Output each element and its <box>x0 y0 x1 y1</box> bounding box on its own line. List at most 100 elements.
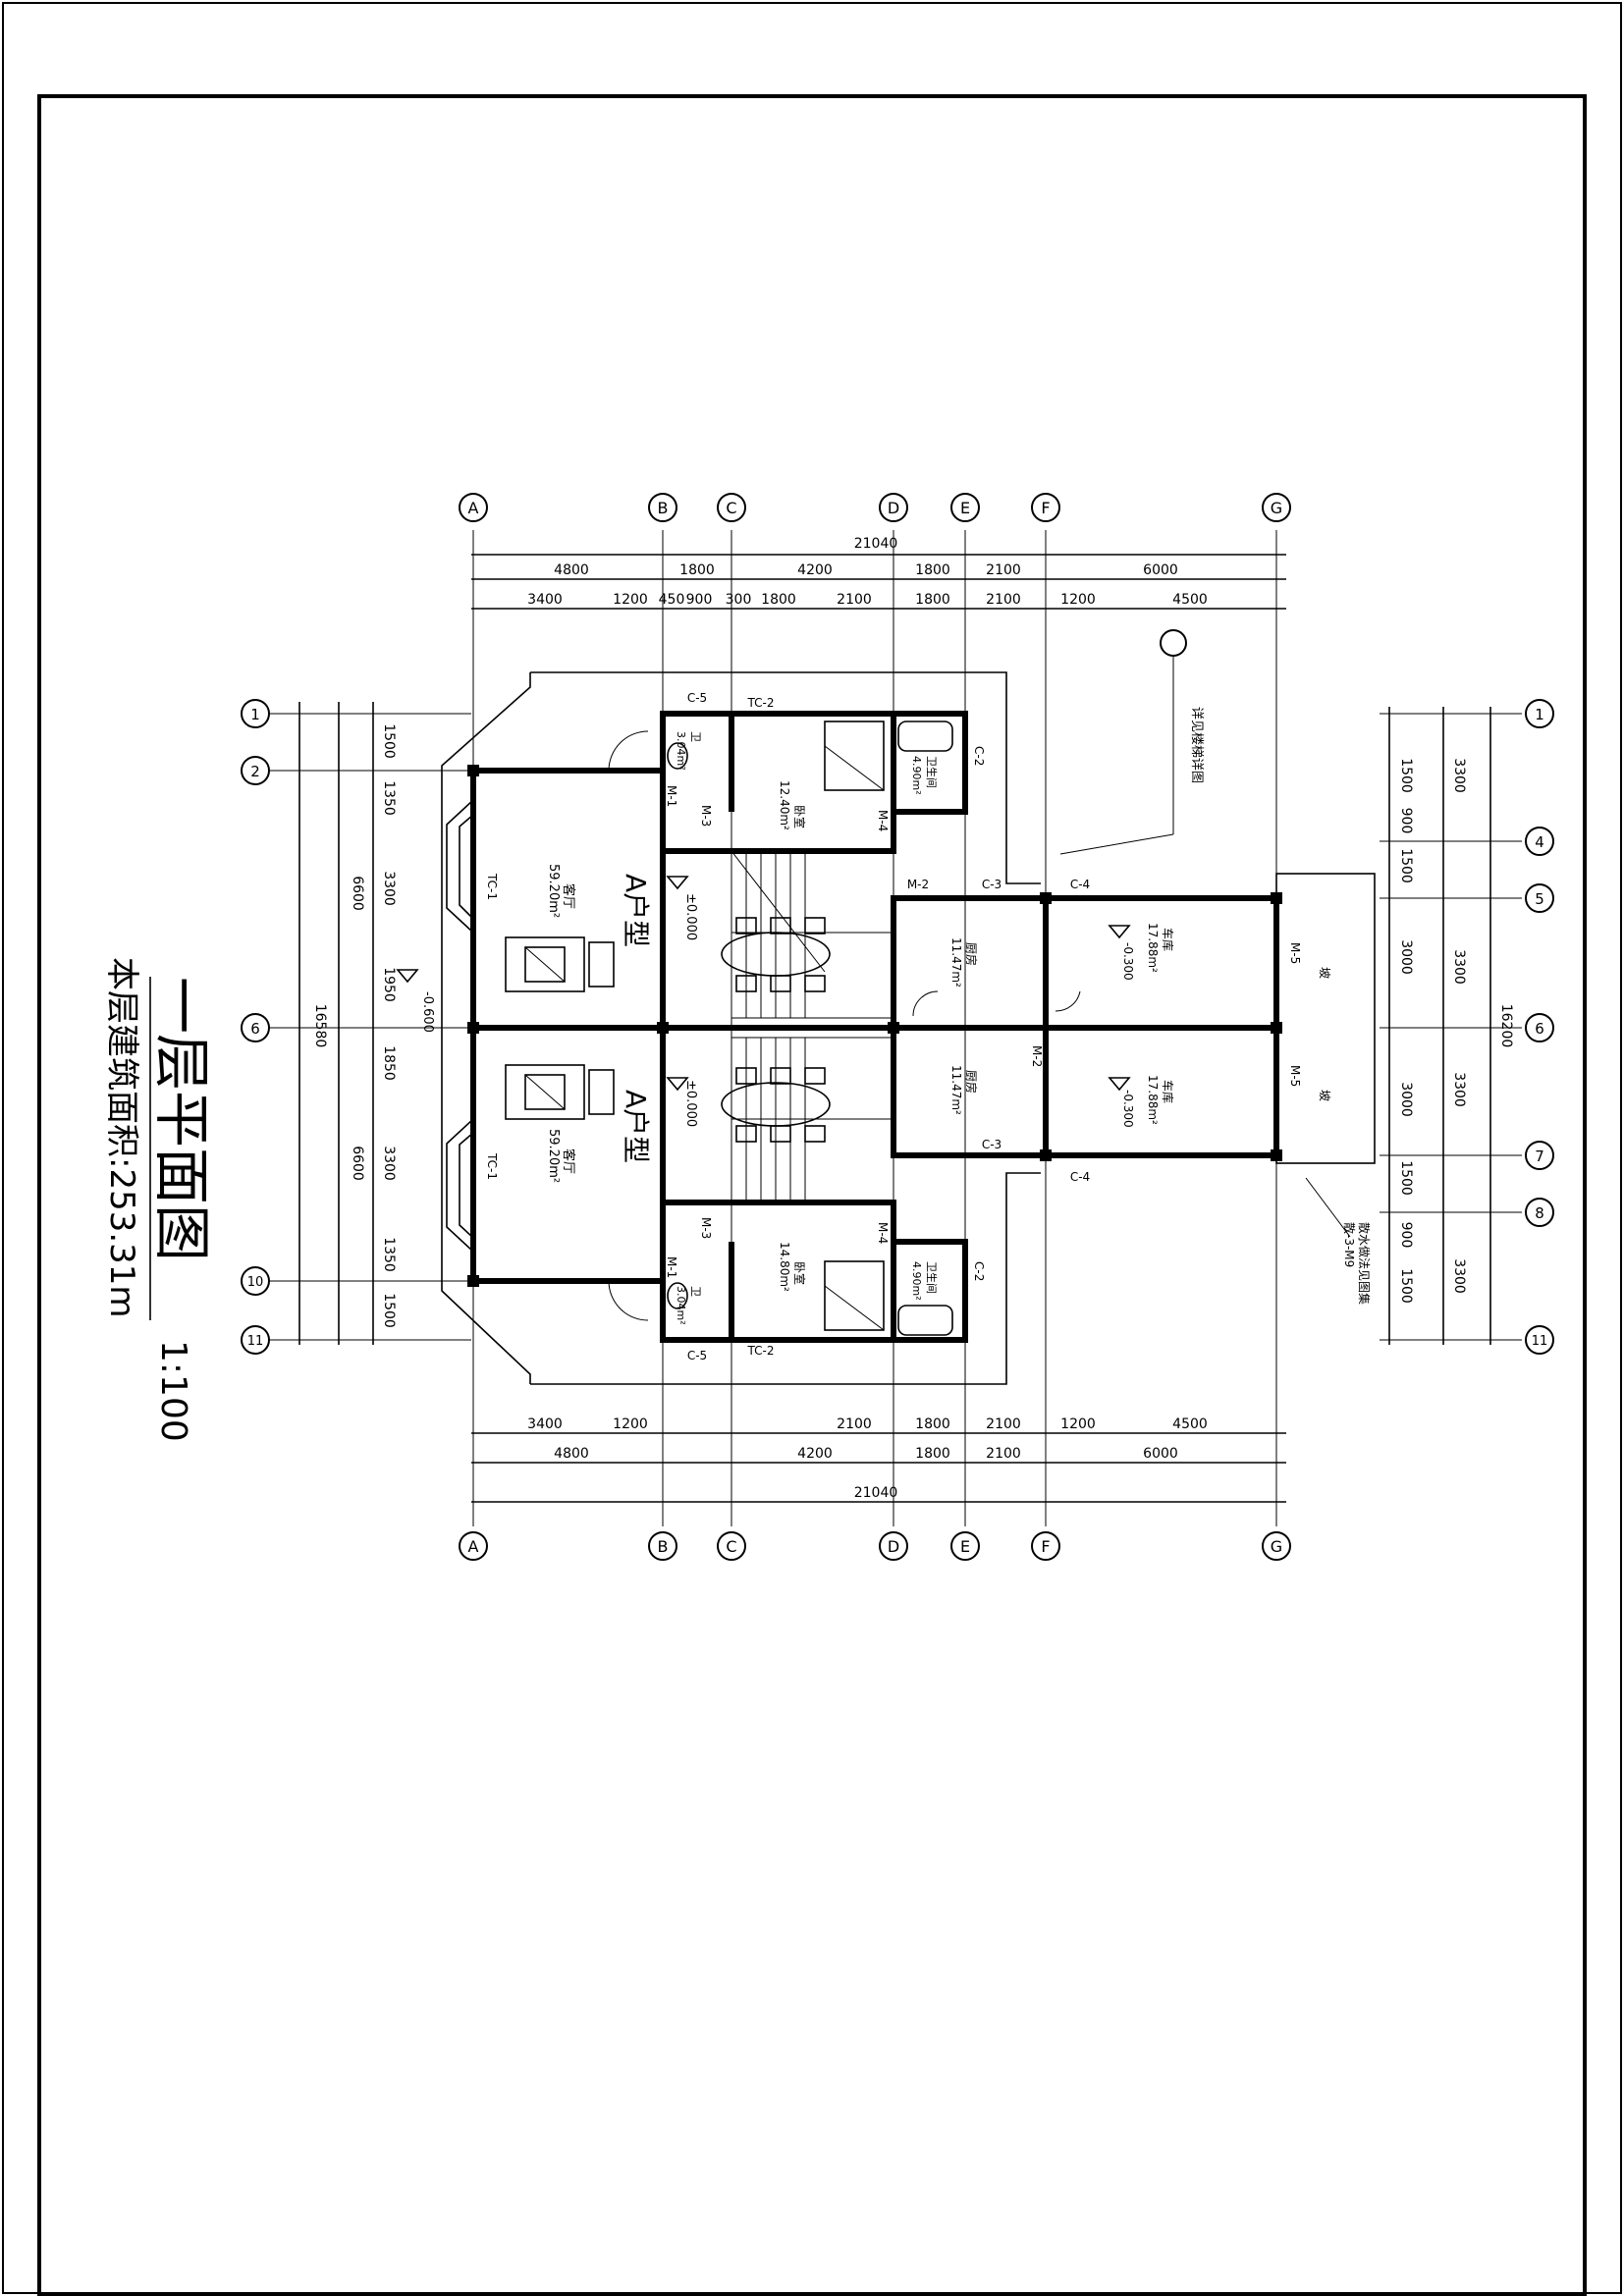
ref-mark: 散-3-M9 <box>1342 1222 1357 1267</box>
row-1-left: 1 <box>250 706 260 723</box>
dim-top-detail-9: 2100 <box>986 592 1021 608</box>
bath-top-name: 卫生间 <box>925 756 939 788</box>
dim-bot-detail-10: 1200 <box>1060 1416 1096 1432</box>
area-note: 本层建筑面积:253.31m <box>102 957 141 1318</box>
ramp-label-bottom: 坡 <box>1318 1090 1331 1101</box>
room-labels: 客厅 59.20m² ±0.000 A户型 客厅 59.20m² ±0.000 … <box>420 731 1175 1325</box>
dim-top-detail-4: 900 <box>686 592 713 608</box>
tag-m1-top: M-1 <box>665 785 678 807</box>
sofa-set-bottom <box>505 1064 615 1120</box>
dim-bot-detail-2: 1200 <box>613 1416 648 1432</box>
dim-left-seg-2: 6600 <box>350 1146 365 1181</box>
dim-right-seg-1: 3300 <box>1451 758 1467 793</box>
bed-bottom-area: 14.80m² <box>778 1242 791 1292</box>
toilet-top <box>667 742 688 770</box>
terrace-outline-bottom <box>530 1172 1041 1385</box>
bathtub-top <box>897 721 953 752</box>
dim-top-detail-10: 1200 <box>1060 592 1096 608</box>
tag-m3-bottom: M-3 <box>699 1217 713 1239</box>
dim-left-total: 16580 <box>312 1004 328 1048</box>
tag-tc1-bottom: TC-1 <box>485 1152 499 1180</box>
level-mark-living-top <box>666 876 689 890</box>
axis-D-top: D <box>888 499 899 517</box>
tag-m2-top: M-2 <box>907 878 929 891</box>
detail-ref-note: 散水做法见图集 <box>1357 1222 1372 1305</box>
dim-top-seg-4: 1800 <box>915 562 950 578</box>
tag-c5-bottom: C-5 <box>687 1349 707 1362</box>
stair-note: 详见楼梯详图 <box>1189 707 1204 783</box>
sofa-set-top <box>505 936 615 992</box>
garage-top-area: 17.88m² <box>1146 923 1160 973</box>
wc-top-area: 3.04m² <box>675 731 687 771</box>
axis-D-bottom: D <box>888 1537 899 1556</box>
tag-m4-top: M-4 <box>876 810 890 831</box>
unit-label-bottom: A户型 <box>620 1090 652 1163</box>
dim-left-detail-8: 1500 <box>381 1293 397 1328</box>
tag-c3-top: C-3 <box>982 878 1001 891</box>
tag-m2-bottom: M-2 <box>1030 1045 1044 1067</box>
inner-frame <box>37 94 1587 2296</box>
row-1-right: 1 <box>1535 706 1544 723</box>
dim-bot-detail-9: 2100 <box>986 1416 1021 1432</box>
dim-right-detail-5: 3000 <box>1398 1082 1414 1117</box>
unit-label-top: A户型 <box>620 874 652 947</box>
tag-m4-bottom: M-4 <box>876 1222 890 1244</box>
kitchen-top-area: 11.47m² <box>949 937 963 988</box>
bed-top-name: 卧室 <box>792 805 807 828</box>
row-axis-bubbles-left: 1 2 6 10 11 <box>241 699 471 1355</box>
dim-right-seg-4: 3300 <box>1451 1258 1467 1294</box>
garage-bottom-name: 车库 <box>1161 1080 1175 1103</box>
staircase-top <box>731 850 894 1019</box>
level-mark-garage-bottom <box>1108 1077 1131 1092</box>
bath-top-area: 4.90m² <box>910 756 923 795</box>
axis-C-top: C <box>726 499 736 517</box>
tag-m1-bottom: M-1 <box>665 1256 678 1278</box>
terrace-outline <box>530 671 1041 884</box>
dim-right-detail-4: 3000 <box>1398 939 1414 975</box>
row-7-right: 7 <box>1535 1148 1544 1165</box>
bed-top <box>824 721 885 791</box>
dining-set-top <box>721 917 831 992</box>
dim-bot-seg-1: 4800 <box>554 1446 589 1462</box>
dim-top-seg-5: 2100 <box>986 562 1021 578</box>
level-mark-living-bottom <box>666 1077 689 1092</box>
row-10-left: 10 <box>247 1275 264 1290</box>
bay-window-bottom <box>446 1118 474 1253</box>
axis-B-bottom: B <box>658 1537 669 1556</box>
living-top-area: 59.20m² <box>546 864 561 918</box>
dim-bot-detail-1: 3400 <box>527 1416 563 1432</box>
dim-bot-detail-11: 4500 <box>1172 1416 1208 1432</box>
tag-m3-top: M-3 <box>699 805 713 827</box>
axis-E-bottom: E <box>960 1537 970 1556</box>
garage-bottom-level: -0.300 <box>1121 1090 1135 1128</box>
axis-F-top: F <box>1041 499 1050 517</box>
entry-door-swing-bottom <box>608 1280 649 1321</box>
living-bottom-level: ±0.000 <box>683 1080 698 1127</box>
bathtub-bottom <box>897 1305 953 1336</box>
dim-bot-seg-5: 2100 <box>986 1446 1021 1462</box>
dim-top-detail-11: 4500 <box>1172 592 1208 608</box>
axis-F-bottom: F <box>1041 1537 1050 1556</box>
tag-c4-bottom: C-4 <box>1070 1170 1090 1184</box>
dim-right-detail-3: 1500 <box>1398 848 1414 883</box>
title-block: 一层平面图 1:100 本层建筑面积:253.31m <box>102 957 215 1442</box>
axis-E-top: E <box>960 499 970 517</box>
living-top-name: 客厅 <box>561 883 576 909</box>
terrace-level: -0.600 <box>420 991 435 1033</box>
dim-bot-detail-7: 2100 <box>837 1416 872 1432</box>
wc-top-name: 卫 <box>689 731 702 742</box>
column-axis-bubbles-top: A B C D E F G <box>459 493 1291 522</box>
wc-bottom-name: 卫 <box>689 1286 702 1297</box>
level-mark-terrace <box>396 969 419 984</box>
toilet-bottom <box>667 1282 688 1309</box>
living-bottom-area: 59.20m² <box>546 1129 561 1183</box>
dim-bot-seg-3: 4200 <box>797 1446 833 1462</box>
tag-c5-top: C-5 <box>687 691 707 705</box>
dim-top-total: 21040 <box>854 536 898 552</box>
tag-c4-top: C-4 <box>1070 878 1090 891</box>
axis-G-top: G <box>1271 499 1282 517</box>
bath-bottom-name: 卫生间 <box>925 1261 939 1294</box>
row-6-right: 6 <box>1535 1020 1544 1038</box>
dim-top-seg-6: 6000 <box>1143 562 1178 578</box>
row-5-right: 5 <box>1535 890 1544 908</box>
